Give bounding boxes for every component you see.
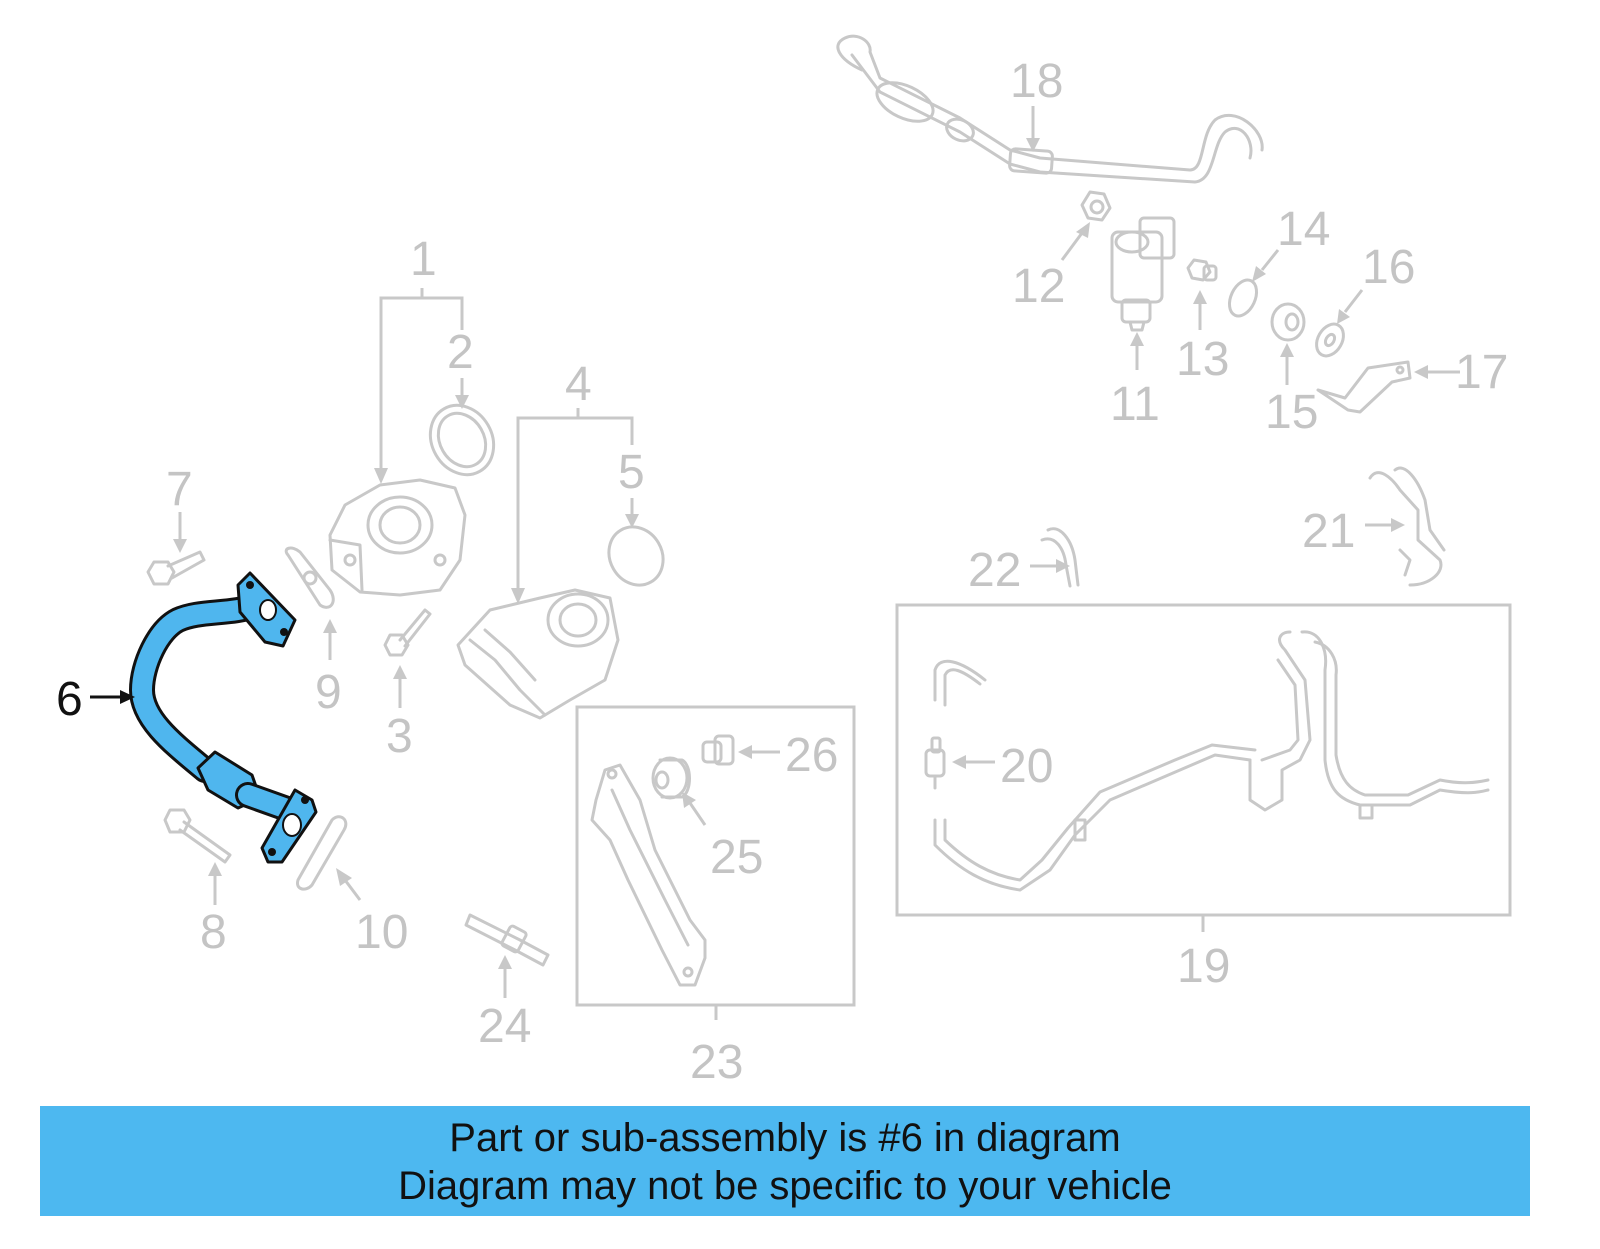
- callout-5: 5: [618, 446, 645, 499]
- part-17-bracket[interactable]: [1316, 360, 1412, 414]
- banner-line-2: Diagram may not be specific to your vehi…: [398, 1164, 1172, 1208]
- part-22-hose[interactable]: [1046, 527, 1080, 587]
- part-10-gasket[interactable]: [296, 815, 348, 891]
- callout-21: 21: [1302, 505, 1355, 558]
- part-23-bracket[interactable]: [590, 763, 707, 987]
- part-15-grommet[interactable]: [1270, 302, 1306, 342]
- part-13-bolt[interactable]: [1186, 258, 1218, 282]
- part-24-stud[interactable]: [464, 913, 550, 967]
- part-11-valve[interactable]: [1110, 216, 1176, 332]
- callout-17: 17: [1455, 346, 1508, 399]
- callout-16: 16: [1362, 241, 1415, 294]
- part-9-gasket[interactable]: [284, 546, 335, 609]
- info-banner: Part or sub-assembly is #6 in diagram Di…: [40, 1106, 1530, 1216]
- part-26-plug[interactable]: [701, 734, 735, 766]
- callout-11: 11: [1110, 378, 1160, 431]
- part-18-hose[interactable]: [836, 34, 1264, 184]
- part-6-egr-pipe[interactable]: [129, 571, 318, 864]
- callout-12: 12: [1012, 260, 1065, 313]
- part-20-fitting[interactable]: [924, 736, 946, 790]
- part-1-egr-valve[interactable]: [328, 478, 467, 597]
- callout-14: 14: [1277, 203, 1330, 256]
- callout-2: 2: [447, 326, 474, 379]
- part-19-pipe-assembly[interactable]: [933, 630, 1490, 892]
- callout-10: 10: [355, 906, 408, 959]
- part-5-oring[interactable]: [598, 517, 673, 595]
- part-2-oring[interactable]: [418, 394, 506, 486]
- callout-13: 13: [1176, 333, 1229, 386]
- callout-4: 4: [565, 358, 592, 411]
- callout-25: 25: [710, 831, 763, 884]
- part-12-nut[interactable]: [1080, 190, 1112, 222]
- callout-3: 3: [386, 710, 413, 763]
- part-16-washer[interactable]: [1311, 319, 1349, 360]
- callout-8: 8: [200, 906, 227, 959]
- part-7-bolt[interactable]: [146, 550, 206, 586]
- part-3-bolt[interactable]: [383, 608, 432, 657]
- part-8-bolt[interactable]: [163, 808, 232, 864]
- callout-7: 7: [166, 463, 193, 516]
- part-21-pipe[interactable]: [1368, 466, 1446, 587]
- callout-26: 26: [785, 729, 838, 782]
- callout-15: 15: [1265, 386, 1318, 439]
- callout-6: 6: [56, 673, 83, 726]
- callout-23: 23: [690, 1036, 743, 1089]
- callout-22: 22: [968, 544, 1021, 597]
- part-25-bushing[interactable]: [651, 756, 691, 800]
- callout-1: 1: [410, 233, 437, 286]
- callout-9: 9: [315, 666, 342, 719]
- callout-19: 19: [1177, 940, 1230, 993]
- callout-20: 20: [1000, 740, 1053, 793]
- part-14-oring[interactable]: [1224, 276, 1262, 321]
- callout-24: 24: [478, 1000, 531, 1053]
- callout-18: 18: [1010, 55, 1063, 108]
- banner-line-1: Part or sub-assembly is #6 in diagram: [449, 1116, 1121, 1160]
- part-4-egr-cooler[interactable]: [456, 588, 620, 720]
